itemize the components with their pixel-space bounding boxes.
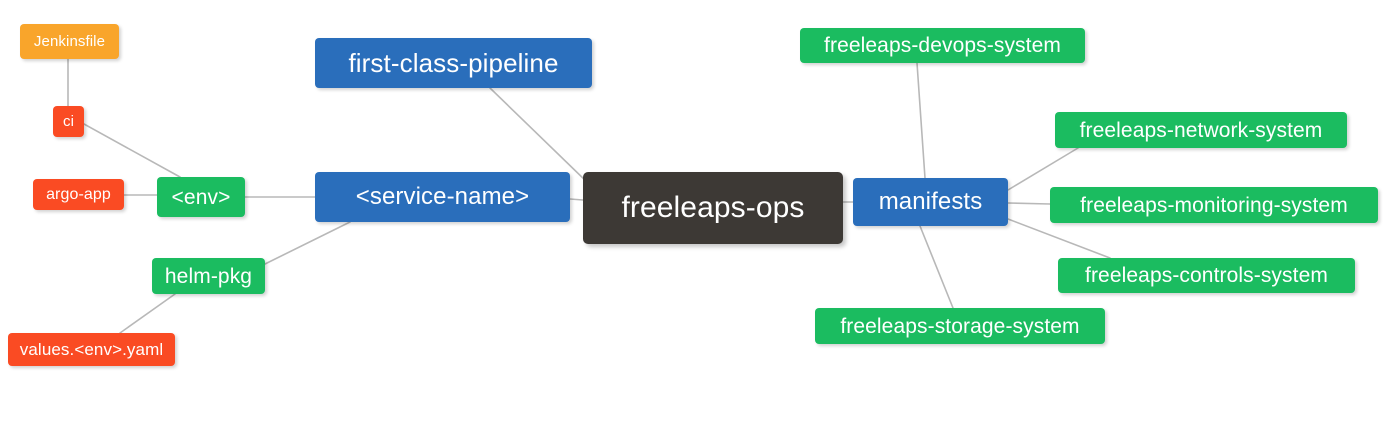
node-label: Jenkinsfile — [33, 33, 106, 50]
node-freeleaps-monitoring-system[interactable]: freeleaps-monitoring-system — [1050, 187, 1378, 223]
node-label: freeleaps-ops — [621, 191, 805, 224]
node-label: freeleaps-devops-system — [824, 34, 1061, 57]
node-label: values.<env>.yaml — [19, 340, 164, 359]
node-freeleaps-storage-system[interactable]: freeleaps-storage-system — [815, 308, 1105, 344]
node-label: <env> — [171, 185, 231, 209]
edge-manifests-to-freeleaps-network-system — [1007, 147, 1079, 191]
node-label: freeleaps-controls-system — [1085, 264, 1328, 287]
edge-manifests-to-freeleaps-devops-system — [916, 62, 926, 179]
node-label: freeleaps-monitoring-system — [1080, 193, 1348, 217]
edge-env-to-ci — [83, 123, 181, 178]
node-freeleaps-devops-system[interactable]: freeleaps-devops-system — [800, 28, 1085, 63]
edge-service-name-to-helm-pkg — [264, 221, 351, 265]
node-service-name[interactable]: <service-name> — [315, 172, 570, 222]
node-ci[interactable]: ci — [53, 106, 84, 137]
edge-freeleaps-ops-to-first-class-pipeline — [489, 87, 589, 184]
node-freeleaps-network-system[interactable]: freeleaps-network-system — [1055, 112, 1347, 148]
node-label: ci — [62, 113, 75, 130]
node-helm-pkg[interactable]: helm-pkg — [152, 258, 265, 294]
node-jenkinsfile[interactable]: Jenkinsfile — [20, 24, 119, 59]
node-label: freeleaps-network-system — [1079, 118, 1323, 142]
node-label: <service-name> — [355, 183, 530, 210]
edge-manifests-to-freeleaps-monitoring-system — [1007, 202, 1051, 205]
node-argo-app[interactable]: argo-app — [33, 179, 124, 210]
edge-freeleaps-ops-to-service-name — [569, 198, 584, 201]
node-first-class-pipeline[interactable]: first-class-pipeline — [315, 38, 592, 88]
node-label: argo-app — [46, 185, 111, 203]
node-label: freeleaps-storage-system — [840, 314, 1080, 338]
node-values-env-yaml[interactable]: values.<env>.yaml — [8, 333, 175, 366]
node-label: first-class-pipeline — [348, 48, 559, 78]
edge-manifests-to-freeleaps-controls-system — [1007, 218, 1111, 259]
node-manifests[interactable]: manifests — [853, 178, 1008, 226]
node-freeleaps-ops[interactable]: freeleaps-ops — [583, 172, 843, 244]
node-env[interactable]: <env> — [157, 177, 245, 217]
edge-helm-pkg-to-values-env-yaml — [119, 293, 176, 334]
node-label: helm-pkg — [164, 264, 253, 288]
edge-manifests-to-freeleaps-storage-system — [919, 225, 954, 309]
node-label: manifests — [878, 188, 983, 215]
node-freeleaps-controls-system[interactable]: freeleaps-controls-system — [1058, 258, 1355, 293]
